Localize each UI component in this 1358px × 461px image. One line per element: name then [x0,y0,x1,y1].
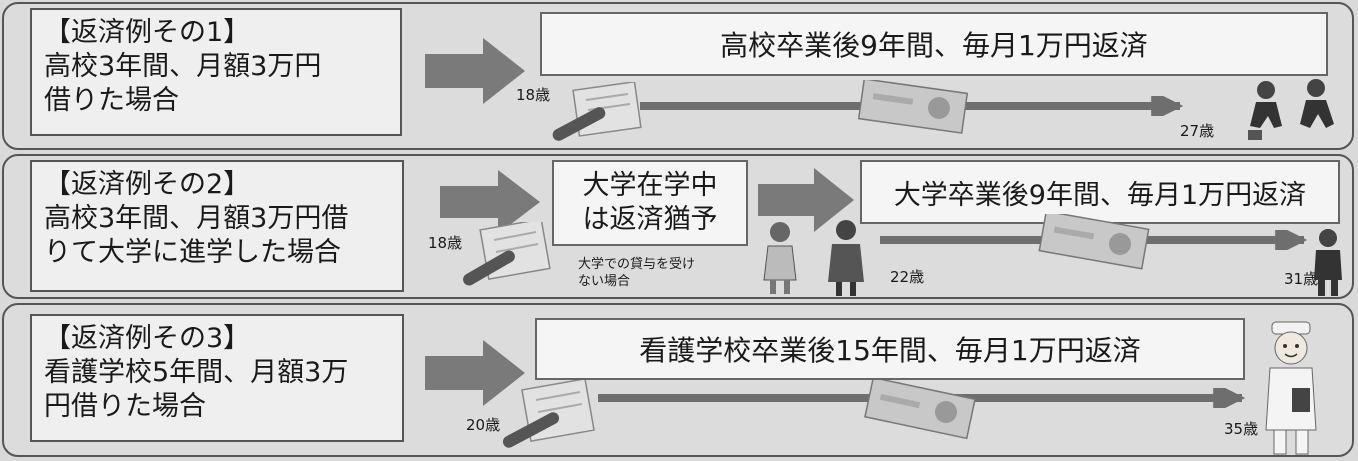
right-arrow-icon [425,38,525,104]
example-3-desc-line-1: 看護学校5年間、月額3万 [44,357,349,388]
banknote-icon [1038,214,1150,270]
example-2-deferral-line-2: は返済猶予 [582,204,718,235]
example-1-desc-line-2: 借りた場合 [44,85,179,116]
students-icon [763,220,864,296]
example-2-desc-line-2: りて大学に進学した場合 [44,237,341,268]
graduates-icon [1248,79,1334,140]
banknote-icon [857,80,969,134]
right-arrow-icon [758,168,854,232]
example-2-deferral-note: 大学での貸与を受け ない場合 [578,256,695,290]
example-2-deferral-line-1: 大学在学中 [582,170,718,201]
example-3-label: 【返済例その3】 看護学校5年間、月額3万 円借りた場合 [30,314,404,442]
example-1-label: 【返済例その1】 高校3年間、月額3万円 借りた場合 [30,8,402,136]
example-2-age-end: 31歳 [1284,270,1319,288]
diploma-scroll-icon [463,222,551,286]
example-1-desc-line-1: 高校3年間、月額3万円 [44,51,322,82]
example-3-banner: 看護学校卒業後15年間、毎月1万円返済 [535,318,1245,380]
example-3-age-end: 35歳 [1224,420,1259,438]
example-1-banner: 高校卒業後9年間、毎月1万円返済 [540,12,1328,76]
example-3-heading: 【返済例その3】 [44,323,251,354]
graduate-icon [1314,229,1342,296]
example-3-desc-line-2: 円借りた場合 [44,391,206,422]
right-arrow-icon [425,340,525,406]
example-2-deferral-box: 大学在学中 は返済猶予 [552,160,748,246]
example-1-age-end: 27歳 [1180,122,1215,140]
example-1-age-start: 18歳 [516,86,551,104]
example-2-age-start: 18歳 [428,234,463,252]
example-2-note-line-2: ない場合 [578,274,631,289]
example-2-label: 【返済例その2】 高校3年間、月額3万円借 りて大学に進学した場合 [30,160,404,292]
diploma-scroll-icon [502,380,595,448]
example-2-heading: 【返済例その2】 [44,169,251,200]
example-2-desc-line-1: 高校3年間、月額3万円借 [44,203,349,234]
nurse-icon [1265,321,1317,455]
diploma-scroll-icon [552,82,642,141]
example-1-heading: 【返済例その1】 [44,17,251,48]
example-2-note-line-1: 大学での貸与を受け [578,257,696,272]
example-2-banner: 大学卒業後9年間、毎月1万円返済 [860,160,1340,224]
example-3-age-start: 20歳 [466,416,501,434]
right-arrow-icon [440,170,540,234]
example-2-age-mid: 22歳 [890,268,925,286]
banknote-icon [864,380,976,440]
